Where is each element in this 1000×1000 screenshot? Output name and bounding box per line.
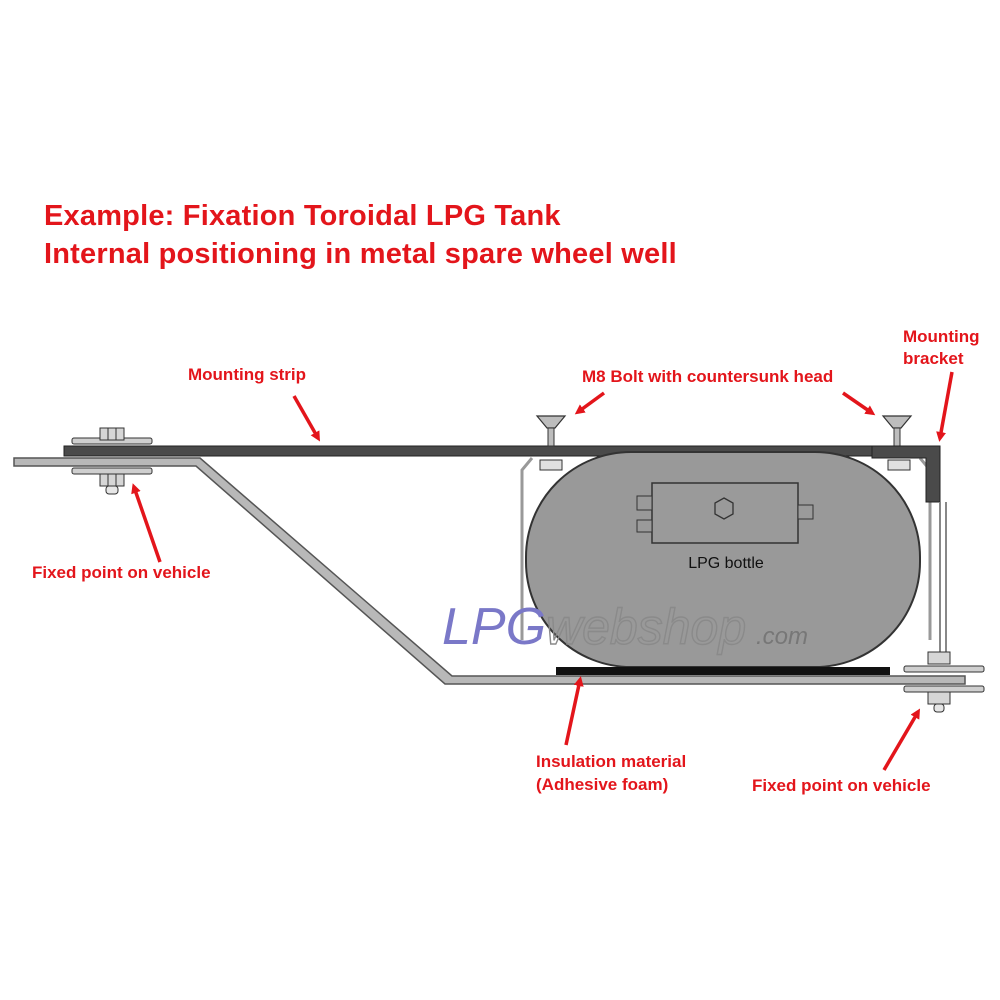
label-mounting-bracket-2: bracket	[903, 349, 964, 368]
label-insulation-1: Insulation material	[536, 752, 687, 771]
watermark-logo: LPG webshop .com	[442, 598, 808, 656]
svg-text:webshop: webshop	[546, 599, 746, 655]
countersunk-bolt-right	[881, 415, 913, 447]
annotation-arrows	[131, 371, 954, 771]
strip-nuts	[539, 459, 911, 471]
mounting-bracket	[871, 445, 947, 660]
svg-text:.com: .com	[756, 623, 808, 650]
right-bolt-assembly	[903, 651, 985, 713]
left-bolt-assembly	[71, 427, 153, 495]
countersunk-bolt-left	[535, 415, 567, 447]
title-line-2: Internal positioning in metal spare whee…	[44, 238, 677, 270]
spare-wheel-well	[13, 457, 966, 685]
label-mounting-strip: Mounting strip	[188, 365, 307, 384]
label-mounting-bracket-1: Mounting	[903, 327, 980, 346]
lpg-bottle-label: LPG bottle	[688, 555, 764, 572]
label-fixed-point-right: Fixed point on vehicle	[752, 776, 931, 795]
svg-text:LPG: LPG	[442, 598, 546, 656]
multivalve-icon	[636, 482, 814, 544]
label-fixed-point-left: Fixed point on vehicle	[32, 563, 211, 582]
title-line-1: Example: Fixation Toroidal LPG Tank	[44, 200, 561, 232]
label-m8-bolt: M8 Bolt with countersunk head	[582, 367, 834, 386]
insulation-foam	[556, 667, 890, 675]
label-insulation-2: (Adhesive foam)	[536, 775, 669, 794]
